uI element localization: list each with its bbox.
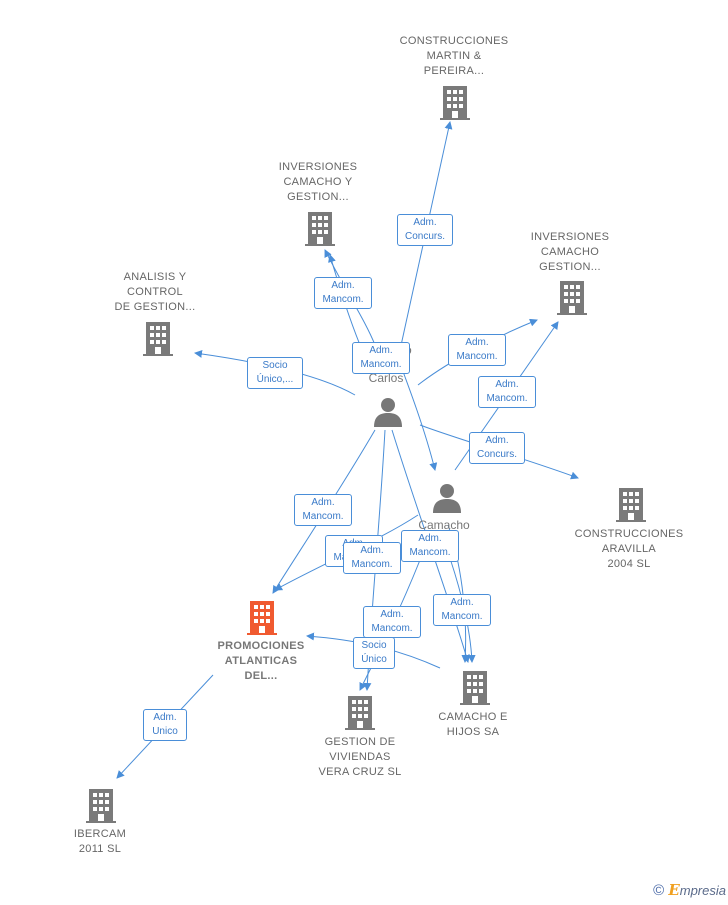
- building-icon[interactable]: [616, 488, 646, 522]
- building-icon[interactable]: [305, 212, 335, 246]
- label-line: CAMACHO Y: [283, 176, 353, 188]
- building-icon[interactable]: [557, 281, 587, 315]
- label-line: ATLANTICAS: [224, 655, 298, 667]
- label-line: DEL...: [244, 670, 278, 682]
- relation-badge[interactable]: Adm. Mancom.: [363, 606, 421, 638]
- company-label-gestion[interactable]: GESTION DE VIVIENDAS VERA CRUZ SL: [305, 735, 415, 780]
- label-line: GESTION...: [287, 191, 349, 203]
- company-label-inv1[interactable]: INVERSIONES CAMACHO Y GESTION...: [268, 160, 368, 205]
- relation-badge[interactable]: Adm. Mancom.: [433, 594, 491, 626]
- relation-line: Adm.: [360, 545, 384, 556]
- copyright-symbol: ©: [653, 882, 665, 899]
- relation-badge[interactable]: Adm. Unico: [143, 709, 187, 741]
- company-label-martin[interactable]: CONSTRUCCIONES MARTIN & PEREIRA...: [390, 34, 518, 79]
- relation-line: Adm.: [495, 379, 519, 390]
- label-line: CONTROL: [127, 286, 183, 298]
- label-line: 2004 SL: [607, 558, 651, 570]
- relation-line: Mancom.: [371, 623, 413, 634]
- label-line: MARTIN &: [426, 50, 482, 62]
- person-icon[interactable]: [374, 397, 402, 427]
- label-line: GESTION...: [539, 261, 601, 273]
- label-line: GESTION DE: [324, 736, 396, 748]
- label-line: HIJOS SA: [446, 726, 500, 738]
- label-line: CAMACHO E: [438, 711, 508, 723]
- relation-badge[interactable]: Adm. Mancom.: [294, 494, 352, 526]
- building-icon[interactable]: [143, 322, 173, 356]
- building-icon[interactable]: [440, 86, 470, 120]
- label-line: VERA CRUZ SL: [318, 766, 402, 778]
- building-icon-highlighted[interactable]: [247, 601, 277, 635]
- label-line: PEREIRA...: [423, 65, 485, 77]
- relation-line: Mancom.: [456, 351, 498, 362]
- label-line: PROMOCIONES: [217, 640, 305, 652]
- label-line: CONSTRUCCIONES: [399, 35, 509, 47]
- company-label-hijos[interactable]: CAMACHO E HIJOS SA: [425, 710, 521, 740]
- relation-badge[interactable]: Adm. Concurs.: [397, 214, 453, 246]
- company-label-promociones[interactable]: PROMOCIONES ATLANTICAS DEL...: [206, 639, 316, 684]
- relation-line: Socio: [262, 360, 288, 371]
- label-line: CAMACHO: [540, 246, 600, 258]
- label-line: INVERSIONES: [530, 231, 610, 243]
- relation-line: Adm.: [331, 280, 355, 291]
- relation-badge[interactable]: Adm. Mancom.: [314, 277, 372, 309]
- relation-line: Unico: [152, 726, 178, 737]
- label-line: Carlos: [368, 371, 404, 385]
- label-line: INVERSIONES: [278, 161, 358, 173]
- person-icon[interactable]: [433, 483, 461, 513]
- brand-logo-initial: E: [668, 881, 680, 899]
- company-label-aravilla[interactable]: CONSTRUCCIONES ARAVILLA 2004 SL: [564, 527, 694, 572]
- relation-line: Adm.: [485, 435, 509, 446]
- relation-line: Mancom.: [360, 359, 402, 370]
- label-line: VIVIENDAS: [329, 751, 391, 763]
- relation-line: Mancom.: [486, 393, 528, 404]
- company-label-analisis[interactable]: ANALISIS Y CONTROL DE GESTION...: [105, 270, 205, 315]
- relation-line: Adm.: [465, 337, 489, 348]
- building-icon[interactable]: [345, 696, 375, 730]
- relation-line: Adm.: [311, 497, 335, 508]
- relation-badge[interactable]: Adm. Mancom.: [401, 530, 459, 562]
- relation-line: Mancom.: [351, 559, 393, 570]
- relation-badge[interactable]: Adm. Mancom.: [478, 376, 536, 408]
- label-line: CONSTRUCCIONES: [574, 528, 684, 540]
- relation-line: Adm.: [418, 533, 442, 544]
- relation-badge[interactable]: Socio Único: [353, 637, 395, 669]
- building-icon[interactable]: [86, 789, 116, 823]
- company-label-ibercam[interactable]: IBERCAM 2011 SL: [60, 827, 140, 857]
- relation-line: Mancom.: [409, 547, 451, 558]
- relation-line: Único,...: [256, 374, 294, 385]
- company-label-inv2[interactable]: INVERSIONES CAMACHO GESTION...: [520, 230, 620, 275]
- relation-badge[interactable]: Adm. Mancom.: [343, 542, 401, 574]
- label-line: 2011 SL: [78, 843, 122, 855]
- relation-line: Adm.: [153, 712, 177, 723]
- building-icon[interactable]: [460, 671, 490, 705]
- brand-logo-text: mpresia: [679, 883, 726, 898]
- label-line: ANALISIS Y: [123, 271, 187, 283]
- relation-line: Socio: [361, 640, 387, 651]
- label-line: ARAVILLA: [601, 543, 657, 555]
- relation-line: Adm.: [380, 609, 404, 620]
- label-line: Camacho: [418, 518, 470, 532]
- relation-line: Adm.: [369, 345, 393, 356]
- label-line: DE GESTION...: [114, 301, 196, 313]
- relation-line: Mancom.: [302, 511, 344, 522]
- relation-badge[interactable]: Adm. Mancom.: [352, 342, 410, 374]
- relation-line: Adm.: [450, 597, 474, 608]
- relation-badge[interactable]: Adm. Mancom.: [448, 334, 506, 366]
- relation-line: Mancom.: [322, 294, 364, 305]
- relation-line: Adm.: [413, 217, 437, 228]
- relation-line: Concurs.: [476, 449, 517, 460]
- brand-footer[interactable]: © Empresia: [653, 881, 726, 899]
- relation-line: Mancom.: [441, 611, 483, 622]
- relation-line: Único: [361, 654, 387, 665]
- relation-line: Concurs.: [404, 231, 445, 242]
- label-line: IBERCAM: [73, 828, 127, 840]
- relation-badge[interactable]: Adm. Concurs.: [469, 432, 525, 464]
- relation-badge[interactable]: Socio Único,...: [247, 357, 303, 389]
